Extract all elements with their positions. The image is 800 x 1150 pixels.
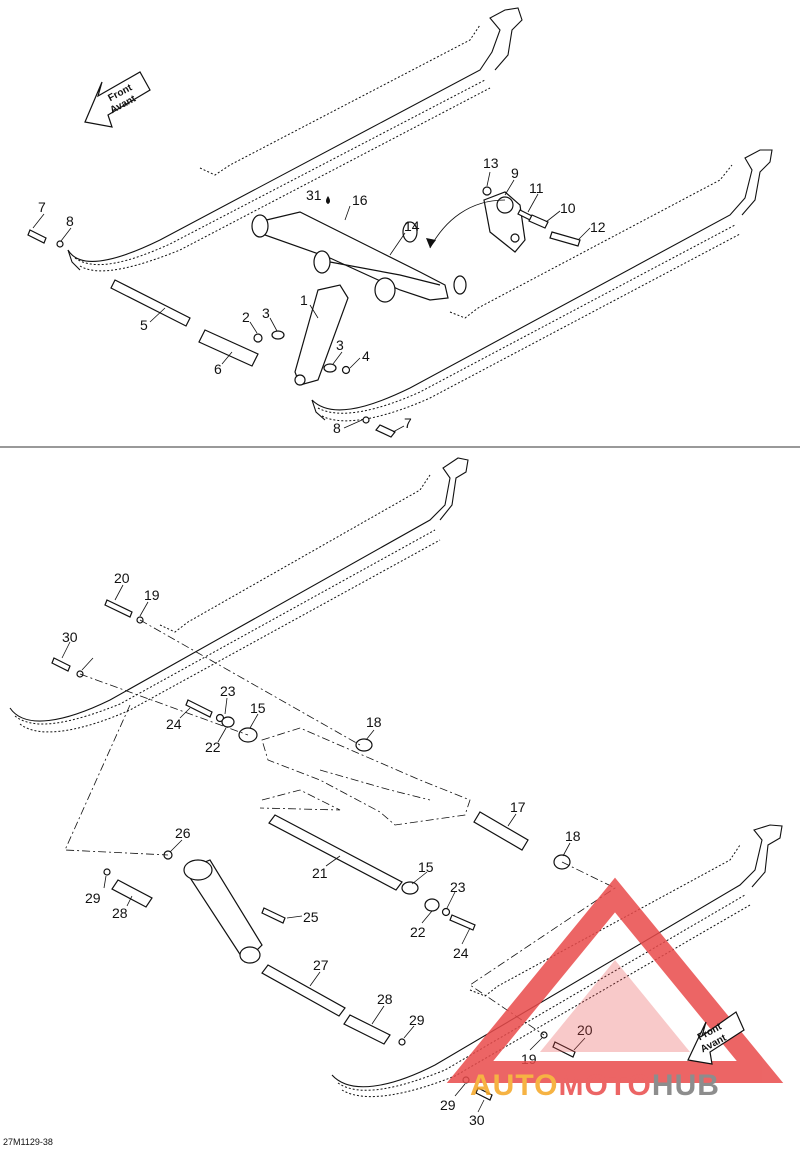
callouts-bottom: 15 15 17 18 18 19 19 20 20 21 22 22 23 2… (62, 570, 593, 1128)
callout-24: 24 (166, 716, 182, 732)
callout-15: 15 (250, 700, 266, 716)
callout-13: 13 (483, 155, 499, 171)
callout-22: 22 (205, 739, 221, 755)
right-slide-rail (311, 149, 773, 422)
callout-18b: 18 (565, 828, 581, 844)
callout-16: 16 (352, 192, 368, 208)
assembly-lines (64, 619, 616, 1036)
callout-15b: 15 (418, 859, 434, 875)
link-arm (294, 284, 349, 386)
callout-3: 3 (262, 305, 270, 321)
callout-2: 2 (242, 309, 250, 325)
callout-29: 29 (85, 890, 101, 906)
callout-26: 26 (175, 825, 191, 841)
rear-arm-phantom (261, 727, 471, 826)
front-arm-assembly (251, 211, 467, 303)
fasteners-bottom (51, 599, 576, 1101)
callout-23b: 23 (450, 879, 466, 895)
callout-20b: 20 (577, 1022, 593, 1038)
callout-21: 21 (312, 865, 328, 881)
callout-30b: 30 (469, 1112, 485, 1128)
callout-29c: 29 (440, 1097, 456, 1113)
callout-31: 31 (306, 187, 322, 203)
callout-14: 14 (404, 218, 420, 234)
callout-7b: 7 (404, 415, 412, 431)
bracket (483, 191, 526, 253)
left-slide-rail (67, 7, 523, 272)
callout-30: 30 (62, 629, 78, 645)
oil-drop-icon (326, 196, 330, 204)
callout-12: 12 (590, 219, 606, 235)
callout-22b: 22 (410, 924, 426, 940)
callout-25: 25 (303, 909, 319, 925)
callout-10: 10 (560, 200, 576, 216)
callout-24b: 24 (453, 945, 469, 961)
front-arrow-icon: Front Avant (84, 71, 151, 128)
callout-18: 18 (366, 714, 382, 730)
callout-1: 1 (300, 292, 308, 308)
callout-23: 23 (220, 683, 236, 699)
automotohub-logo: AUTOMOTOHUB (446, 877, 784, 1102)
callout-29b: 29 (409, 1012, 425, 1028)
callout-27: 27 (313, 957, 329, 973)
callout-5: 5 (140, 317, 148, 333)
callout-8: 8 (66, 213, 74, 229)
watermark-auto: AUTOMOTOHUB (470, 1069, 720, 1102)
callout-4: 4 (362, 348, 370, 364)
leader-lines-bottom (61, 584, 586, 1113)
callout-11: 11 (529, 180, 544, 196)
leader-lines-top (32, 171, 591, 433)
shock-absorber (183, 859, 263, 964)
callout-28b: 28 (377, 991, 393, 1007)
callout-28: 28 (112, 905, 128, 921)
callout-19: 19 (144, 587, 160, 603)
reference-code: 27M1129-38 (3, 1137, 53, 1147)
callout-9: 9 (511, 165, 519, 181)
callout-17: 17 (510, 799, 526, 815)
right-slide-rail-bottom (331, 824, 783, 1098)
callout-6: 6 (214, 361, 222, 377)
callouts-top: 1 2 3 3 4 5 6 7 7 8 8 9 10 11 12 13 14 1… (38, 155, 606, 436)
callout-7: 7 (38, 199, 46, 215)
callout-3b: 3 (336, 337, 344, 353)
callout-8b: 8 (333, 420, 341, 436)
left-slide-rail-bottom (9, 457, 469, 733)
callout-20: 20 (114, 570, 130, 586)
fasteners-top (27, 186, 581, 438)
